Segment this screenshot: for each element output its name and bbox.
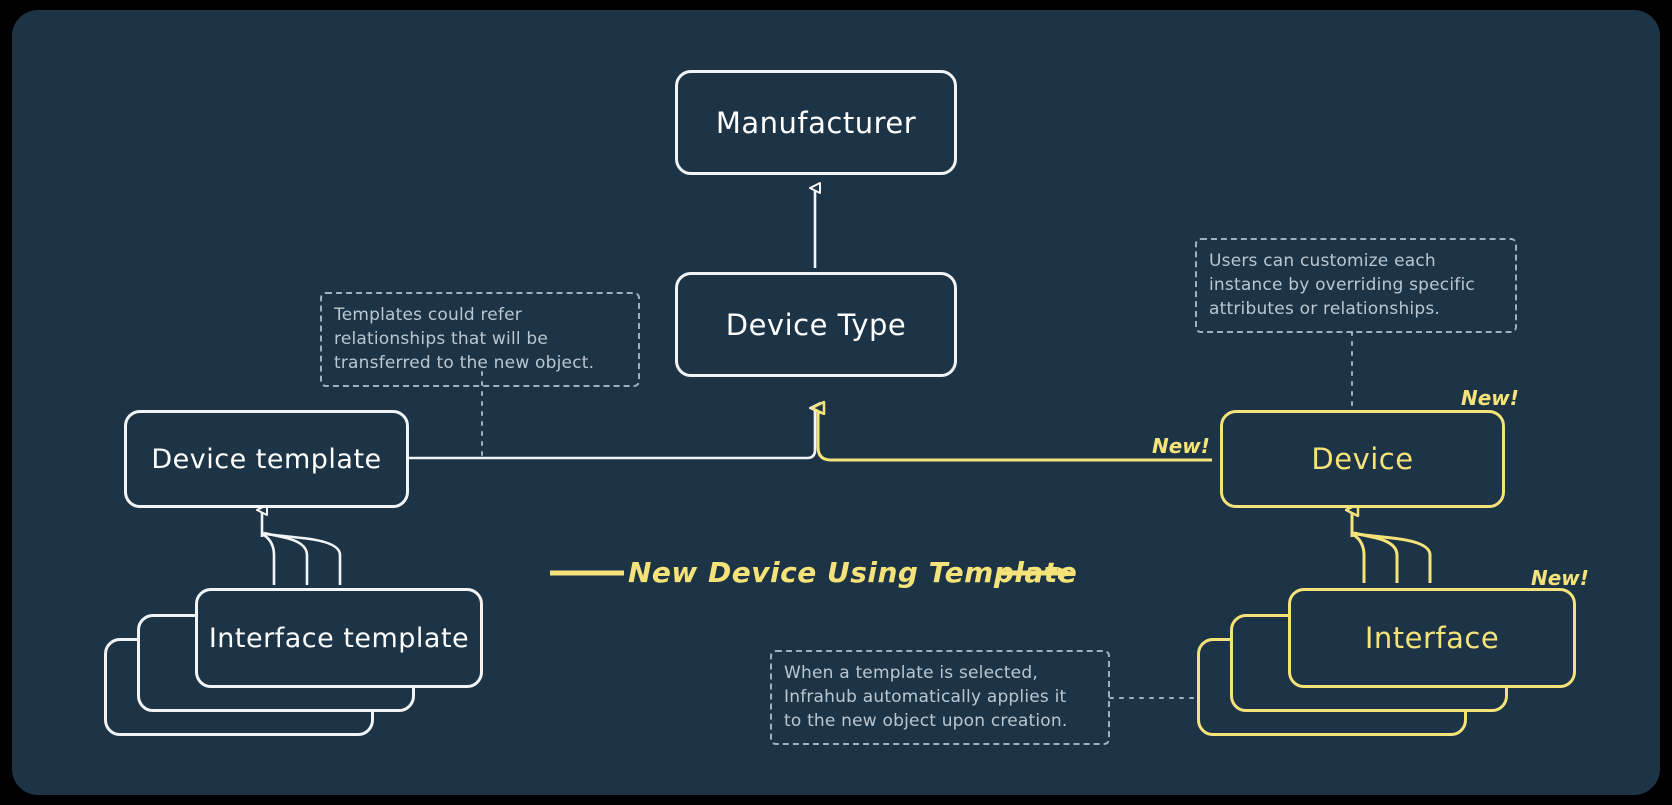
node-interface-template-label: Interface template (208, 622, 470, 654)
badge-new-device-corner: New! (1461, 386, 1519, 410)
node-interface-label: Interface (1364, 621, 1500, 655)
node-device-type-label: Device Type (725, 307, 907, 342)
note-templates-refer-line-2: relationships that will be (334, 329, 549, 349)
note-auto-apply-line-3: to the new object upon creation. (784, 711, 1068, 731)
note-customize-instance-line-3: attributes or relationships. (1209, 299, 1440, 319)
node-device[interactable]: Device (1220, 410, 1505, 508)
diagram-board: Manufacturer Device Type Device template… (12, 10, 1660, 795)
badge-new-interface-corner: New! (1531, 566, 1589, 590)
node-device-template[interactable]: Device template (124, 410, 409, 508)
node-interface[interactable]: Interface (1288, 588, 1576, 688)
note-auto-apply-line-2: Infrahub automatically applies it (784, 687, 1067, 707)
note-auto-apply: When a template is selected, Infrahub au… (770, 650, 1110, 745)
node-manufacturer[interactable]: Manufacturer (675, 70, 957, 175)
note-templates-refer-line-3: transferred to the new object. (334, 353, 595, 373)
connector-layer (256, 182, 1432, 699)
note-customize-instance-line-1: Users can customize each (1209, 251, 1436, 271)
edge-interfacetemplate-devicetemplate (256, 504, 342, 585)
badge-new-device-edge: New! (1152, 434, 1210, 458)
note-auto-apply-line-1: When a template is selected, (784, 663, 1038, 683)
node-device-label: Device (1311, 442, 1414, 476)
node-interface-template[interactable]: Interface template (195, 588, 483, 688)
note-customize-instance-line-2: instance by overriding specific (1209, 275, 1475, 295)
note-customize-instance: Users can customize each instance by ove… (1195, 238, 1517, 333)
node-manufacturer-label: Manufacturer (715, 105, 917, 140)
edge-devicetemplate-devicetype (402, 402, 821, 460)
flow-arrow-label: New Device Using Template (628, 556, 1078, 589)
note-templates-refer: Templates could refer relationships that… (320, 292, 640, 387)
note-templates-refer-line-1: Templates could refer (334, 305, 522, 325)
edge-device-devicetype (818, 408, 1212, 462)
node-device-type[interactable]: Device Type (675, 272, 957, 377)
node-device-template-label: Device template (151, 443, 382, 475)
edge-interface-device (1352, 510, 1432, 583)
